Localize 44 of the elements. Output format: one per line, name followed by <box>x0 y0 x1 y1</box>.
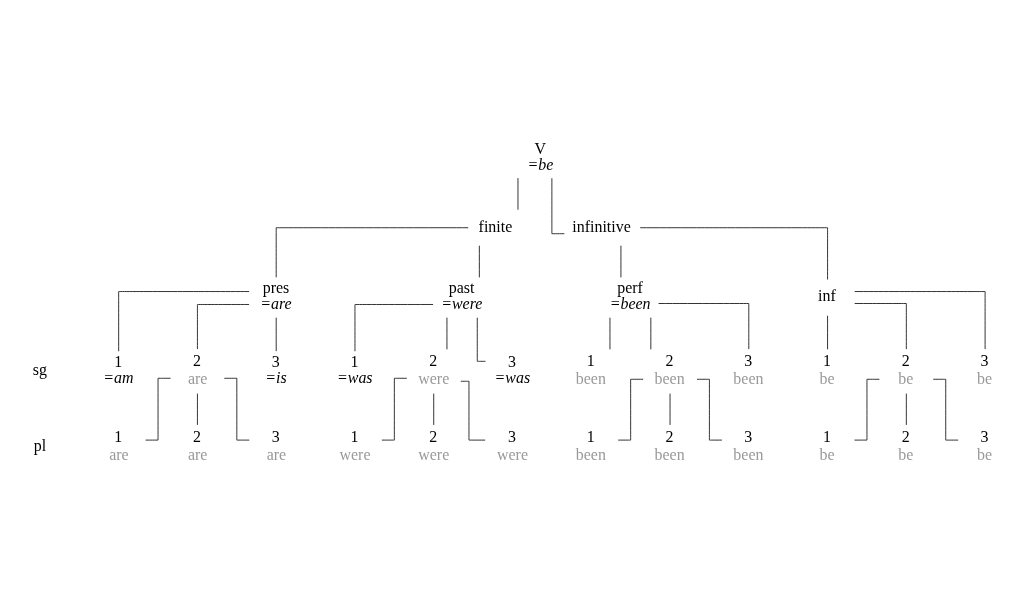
node-text: 3 be <box>977 427 993 463</box>
node-text: 1 been <box>575 427 606 463</box>
connector <box>827 314 828 350</box>
node-text: 3 been <box>733 351 764 387</box>
node-text: 2 were <box>418 351 450 387</box>
connector <box>658 302 750 349</box>
node-text: 2 be <box>898 427 914 463</box>
node-text: 2 are <box>187 427 208 463</box>
node-text: pres =are <box>260 278 292 312</box>
node-text: 1 been <box>575 351 606 387</box>
node-text: infinitive <box>572 217 631 235</box>
connector <box>118 290 250 352</box>
node-text: 3 are <box>266 427 287 463</box>
connector <box>197 392 198 425</box>
node-text: 2 be <box>898 351 914 387</box>
connector <box>354 303 434 352</box>
node-text: finite <box>478 217 513 235</box>
connector <box>478 244 480 278</box>
node-text: inf <box>818 286 836 304</box>
connector <box>905 392 907 425</box>
node-text: 1 be <box>819 427 835 463</box>
node-text: 2 been <box>654 351 685 387</box>
node-text: 3 been <box>733 427 764 463</box>
label: pl <box>33 436 47 454</box>
node-text: 3 be <box>977 351 993 387</box>
node-text: 3 were <box>497 427 529 463</box>
node-text: 1 be <box>819 351 835 387</box>
node-text: 2 been <box>654 427 685 463</box>
node-text: past =were <box>441 278 483 312</box>
node-text: V =be <box>527 139 554 173</box>
node-text: 1 are <box>109 427 129 463</box>
node-text: 1 were <box>339 427 371 463</box>
connector <box>197 303 250 349</box>
node-text: 2 were <box>418 427 450 463</box>
label: sg <box>32 360 47 378</box>
connector <box>854 302 907 349</box>
node-text: 1 =was <box>337 352 373 386</box>
node-text: 2 are <box>187 351 208 387</box>
node-text: 1 =am <box>103 352 134 386</box>
connector <box>854 290 986 349</box>
node-text: perf =been <box>609 278 651 312</box>
connector <box>639 226 828 280</box>
node-text: 3 =is <box>265 352 287 386</box>
node-text: 3 =was <box>494 352 531 386</box>
